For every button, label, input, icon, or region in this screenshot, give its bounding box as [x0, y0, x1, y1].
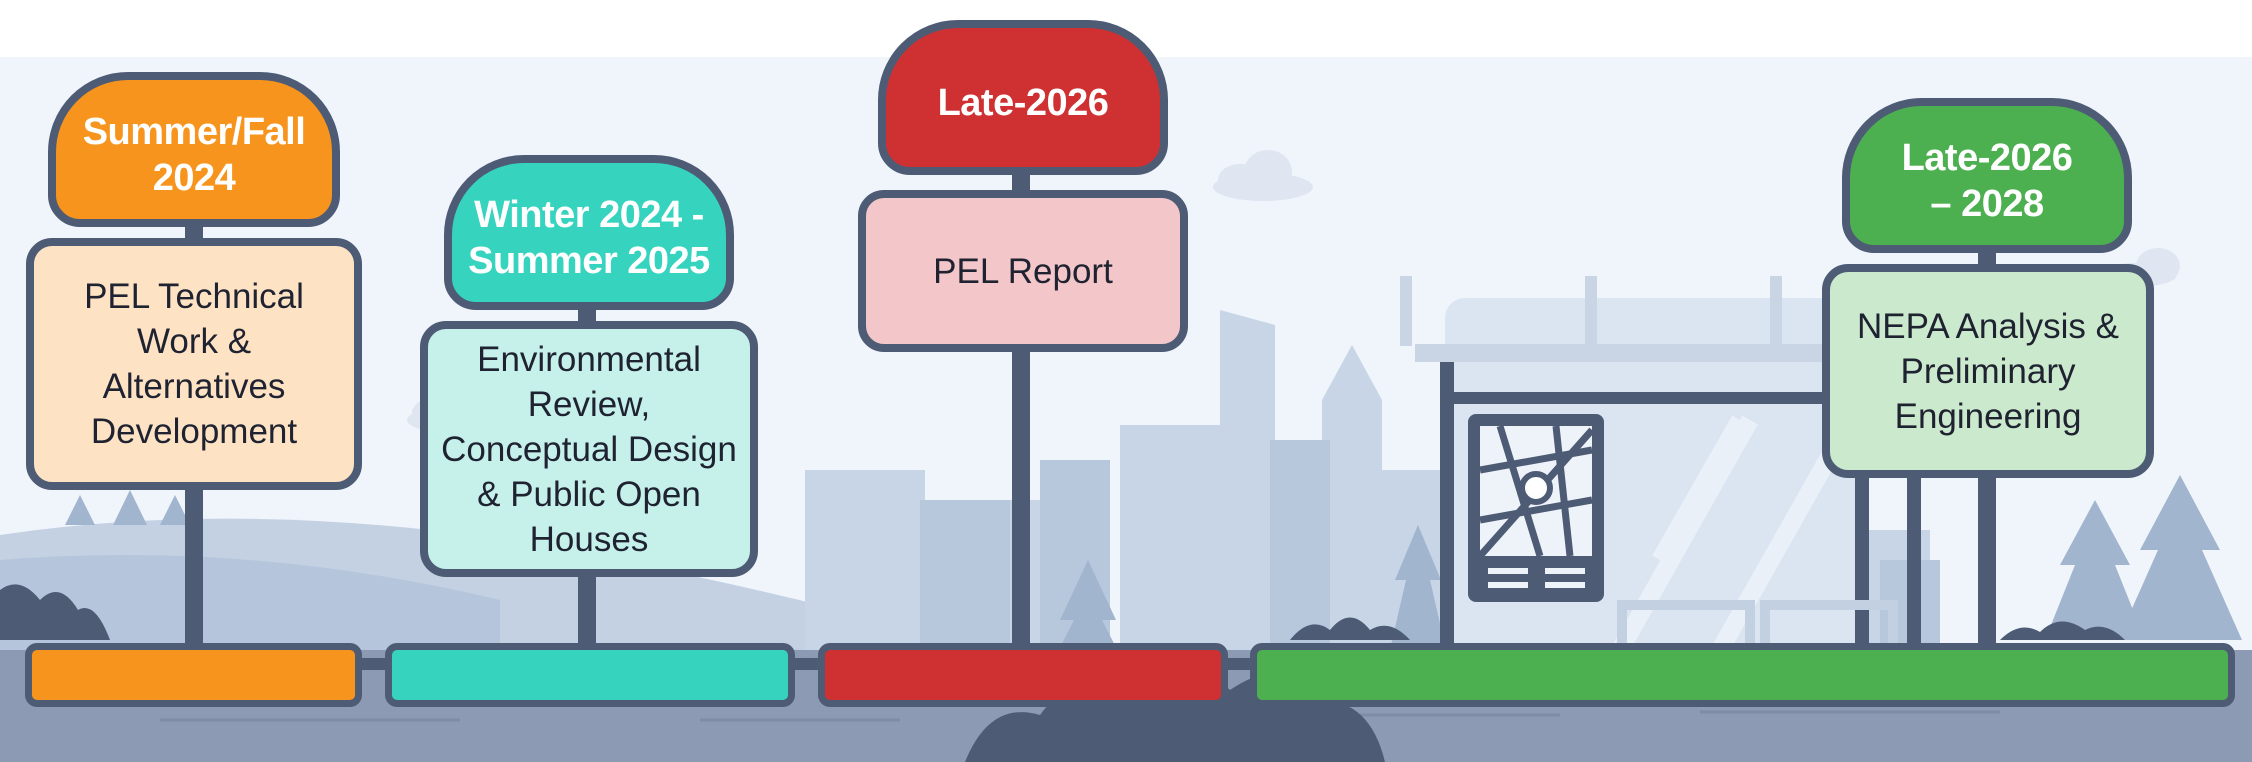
- timeline-bar-phase-1: [25, 643, 362, 707]
- map-icon: [1468, 414, 1604, 602]
- milestone-date-badge: Summer/Fall 2024: [48, 72, 340, 227]
- milestone-label-card: PEL Technical Work & Alternatives Develo…: [26, 238, 362, 490]
- milestone-date-badge: Winter 2024 - Summer 2025: [444, 155, 734, 310]
- milestone-date-badge: Late-2026 – 2028: [1842, 98, 2132, 253]
- milestone-date-badge: Late-2026: [878, 20, 1168, 175]
- timeline-bar-phase-3: [818, 643, 1228, 707]
- milestone-label-card: Environmental Review, Conceptual Design …: [420, 321, 758, 577]
- timeline-bar-phase-4: [1250, 643, 2235, 707]
- milestone-label-card: PEL Report: [858, 190, 1188, 352]
- timeline-bar-phase-2: [385, 643, 795, 707]
- milestone-label-card: NEPA Analysis & Preliminary Engineering: [1822, 264, 2154, 478]
